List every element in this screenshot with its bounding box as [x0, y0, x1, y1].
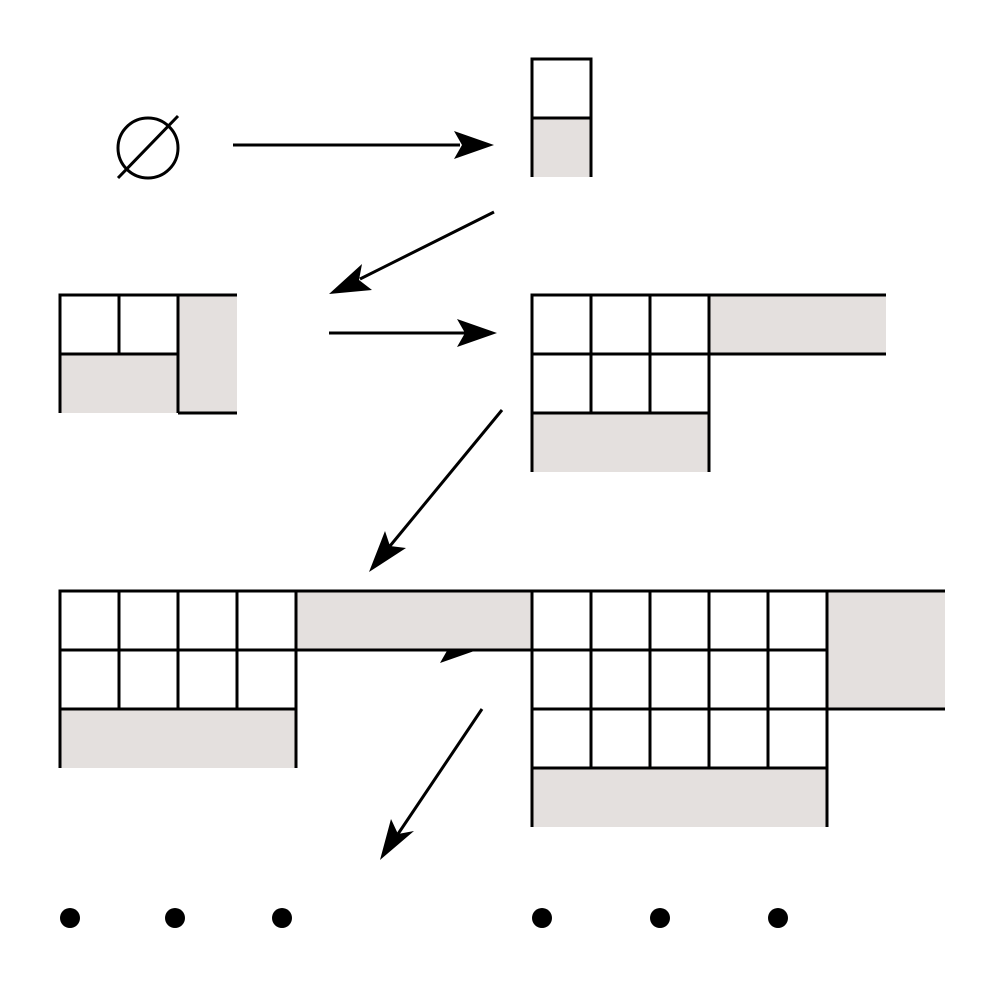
grid-cell — [707, 707, 770, 770]
grid-cell — [707, 589, 770, 652]
grid-cell — [58, 293, 121, 356]
shaded-strip-right — [296, 591, 532, 650]
arrow-right-2 — [329, 319, 497, 347]
grid-cell — [766, 707, 829, 770]
arrow-down-left-2 — [369, 409, 504, 572]
grid-cell — [589, 648, 652, 711]
grid-cell — [589, 352, 652, 415]
grid-cell — [530, 589, 593, 652]
shaded-strip-right — [827, 591, 945, 709]
grid-cell — [530, 352, 593, 415]
shaded-strip — [532, 118, 591, 177]
grid-cell — [648, 589, 711, 652]
grid-cell — [589, 707, 652, 770]
shaded-strip-right — [709, 295, 886, 354]
grid-cell — [117, 589, 180, 652]
grid-cell — [648, 293, 711, 356]
tableaux — [58, 57, 945, 827]
grid-cell — [176, 589, 239, 652]
ellipsis-dot — [165, 908, 185, 928]
grid-cell — [589, 293, 652, 356]
shaded-strip-bottom — [532, 413, 709, 472]
shaded-strip-right — [178, 295, 237, 413]
shaded-strip-bottom — [60, 709, 296, 768]
arrow-down-left-3 — [380, 708, 484, 860]
grid-cell — [176, 648, 239, 711]
grid-cell — [117, 648, 180, 711]
grid-cell — [766, 648, 829, 711]
ellipsis-dot — [768, 908, 788, 928]
diagram-2 — [58, 293, 237, 415]
diagram-1 — [530, 57, 593, 177]
arrow-down-left-1 — [329, 210, 495, 294]
grid-cell — [117, 293, 180, 356]
grid-cell — [707, 648, 770, 711]
grid-cell — [766, 589, 829, 652]
diagram-3 — [530, 293, 886, 472]
shaded-strip-bottom — [532, 768, 827, 827]
ellipsis-dot — [272, 908, 292, 928]
ellipsis-dot — [532, 908, 552, 928]
grid-cell — [530, 648, 593, 711]
grid-cell — [58, 589, 121, 652]
diagram-5 — [530, 589, 945, 827]
grid-cell — [530, 293, 593, 356]
grid-cell — [235, 589, 298, 652]
grid-cell — [530, 707, 593, 770]
grid-cell — [648, 648, 711, 711]
continuation-dots — [60, 908, 788, 928]
empty-set-symbol — [116, 114, 180, 180]
ellipsis-dot — [650, 908, 670, 928]
grid-cell — [589, 589, 652, 652]
arrow-right-1 — [233, 131, 494, 159]
grid-cell — [648, 707, 711, 770]
grid-cell — [648, 352, 711, 415]
diagram-4 — [58, 589, 532, 768]
shaded-strip-bottom — [60, 354, 178, 413]
grid-cell — [235, 648, 298, 711]
grid-cell — [58, 648, 121, 711]
ellipsis-dot — [60, 908, 80, 928]
